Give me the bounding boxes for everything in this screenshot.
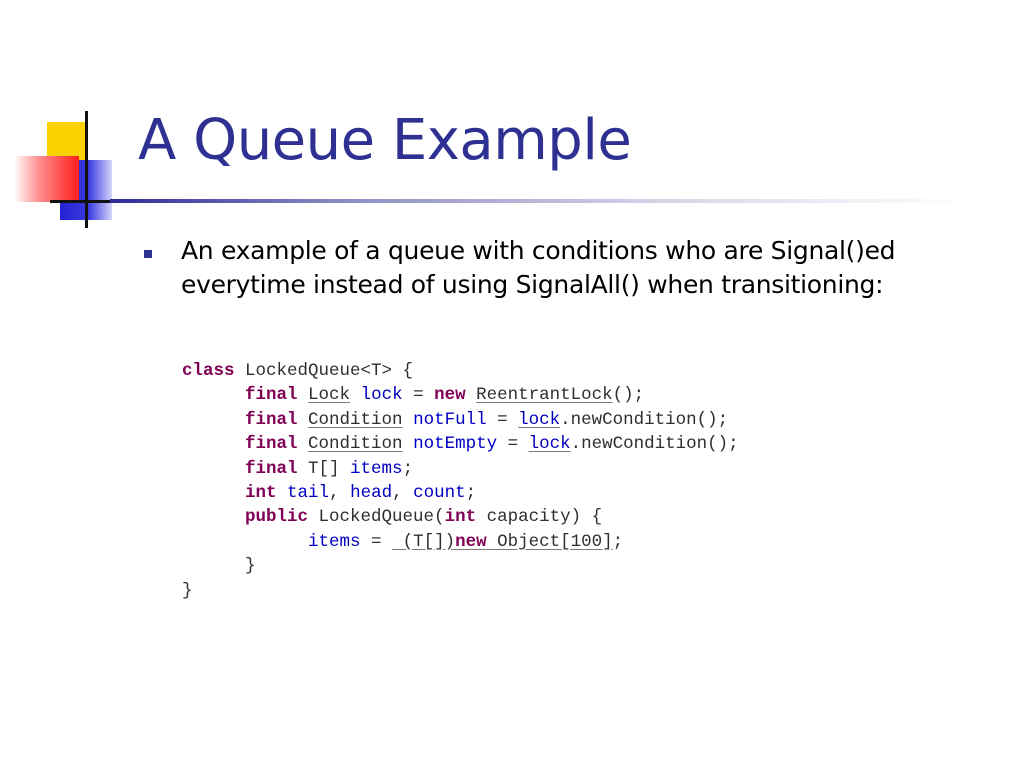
bullet-square-icon xyxy=(144,250,152,258)
assign: = xyxy=(486,409,519,430)
line-tail: capacity) { xyxy=(476,507,603,528)
type-condition: Condition xyxy=(308,409,403,430)
field-items: items xyxy=(308,531,361,552)
space xyxy=(350,385,361,405)
indent xyxy=(182,410,245,430)
space xyxy=(277,483,288,503)
indent xyxy=(182,385,245,405)
bullet-line-1: An example of a queue with conditions wh… xyxy=(181,236,896,265)
space xyxy=(403,434,414,454)
comma: , xyxy=(329,482,351,503)
keyword-class: class xyxy=(182,361,235,381)
code-line-9: } xyxy=(182,556,256,577)
space xyxy=(298,385,309,405)
indent xyxy=(182,483,245,503)
field-tail: tail xyxy=(287,482,330,503)
keyword-final: final xyxy=(245,434,298,455)
indent xyxy=(182,532,308,552)
line-tail: ; xyxy=(465,482,477,503)
cast: (T[]) xyxy=(392,531,456,552)
keyword-public: public xyxy=(245,507,309,528)
field-notempty: notEmpty xyxy=(413,434,498,455)
keyword-int: int xyxy=(245,482,277,503)
line-tail: (); xyxy=(612,385,645,406)
code-line-10: } xyxy=(182,580,193,601)
indent xyxy=(182,507,245,527)
type-array: T[] xyxy=(297,458,351,479)
line-tail: .newCondition(); xyxy=(570,434,739,455)
slide-title: A Queue Example xyxy=(138,108,632,173)
space xyxy=(403,410,414,430)
keyword-final: final xyxy=(245,458,298,479)
field-lock: lock xyxy=(360,385,403,406)
ref-lock: lock xyxy=(518,409,561,430)
bullet-text: An example of a queue with conditions wh… xyxy=(181,234,961,302)
line-tail: ; xyxy=(402,458,414,479)
line-tail: ; xyxy=(612,531,624,552)
field-count: count xyxy=(413,482,466,503)
field-items: items xyxy=(350,458,403,479)
code-line-7: public LockedQueue(int capacity) { xyxy=(182,505,739,529)
indent xyxy=(182,434,245,454)
decoration-vertical-line xyxy=(85,111,88,228)
code-line-6: int tail, head, count; xyxy=(182,481,739,505)
type-condition: Condition xyxy=(308,434,403,455)
class-header: LockedQueue<T> { xyxy=(234,361,414,381)
keyword-int: int xyxy=(444,507,477,528)
bullet-line-2: everytime instead of using SignalAll() w… xyxy=(181,270,884,299)
keyword-final: final xyxy=(245,409,298,430)
keyword-new: new xyxy=(434,385,466,406)
code-line-5: final T[] items; xyxy=(182,457,739,481)
assign: = xyxy=(497,434,529,455)
code-line-4: final Condition notEmpty = lock.newCondi… xyxy=(182,432,739,456)
assign: = xyxy=(402,385,435,406)
type-lock: Lock xyxy=(308,385,351,406)
title-decoration xyxy=(0,0,142,240)
space xyxy=(298,410,309,430)
decoration-red-bar xyxy=(14,156,79,202)
field-head: head xyxy=(350,482,393,503)
line-tail: .newCondition(); xyxy=(560,409,729,430)
indent xyxy=(182,459,245,479)
code-block: class LockedQueue<T> { final Lock lock =… xyxy=(182,359,739,603)
cast-expression: (T[])new Object[100] xyxy=(392,532,613,552)
code-line-2: final Lock lock = new ReentrantLock(); xyxy=(182,383,739,407)
decoration-horizontal-line xyxy=(50,200,142,203)
comma: , xyxy=(392,482,414,503)
array-expression: Object[100] xyxy=(486,531,613,552)
ref-lock: lock xyxy=(528,434,571,455)
code-line-1: class LockedQueue<T> { xyxy=(182,359,739,383)
space xyxy=(466,385,477,405)
keyword-new: new xyxy=(455,531,487,552)
ctor-reentrantlock: ReentrantLock xyxy=(476,385,613,406)
code-line-3: final Condition notFull = lock.newCondit… xyxy=(182,408,739,432)
assign: = xyxy=(360,531,393,552)
title-underline-rule xyxy=(110,199,970,203)
space xyxy=(298,434,309,454)
constructor-name: LockedQueue( xyxy=(308,507,445,528)
keyword-final: final xyxy=(245,385,298,406)
field-notfull: notFull xyxy=(413,409,487,430)
code-line-8: items = (T[])new Object[100]; xyxy=(182,530,739,554)
